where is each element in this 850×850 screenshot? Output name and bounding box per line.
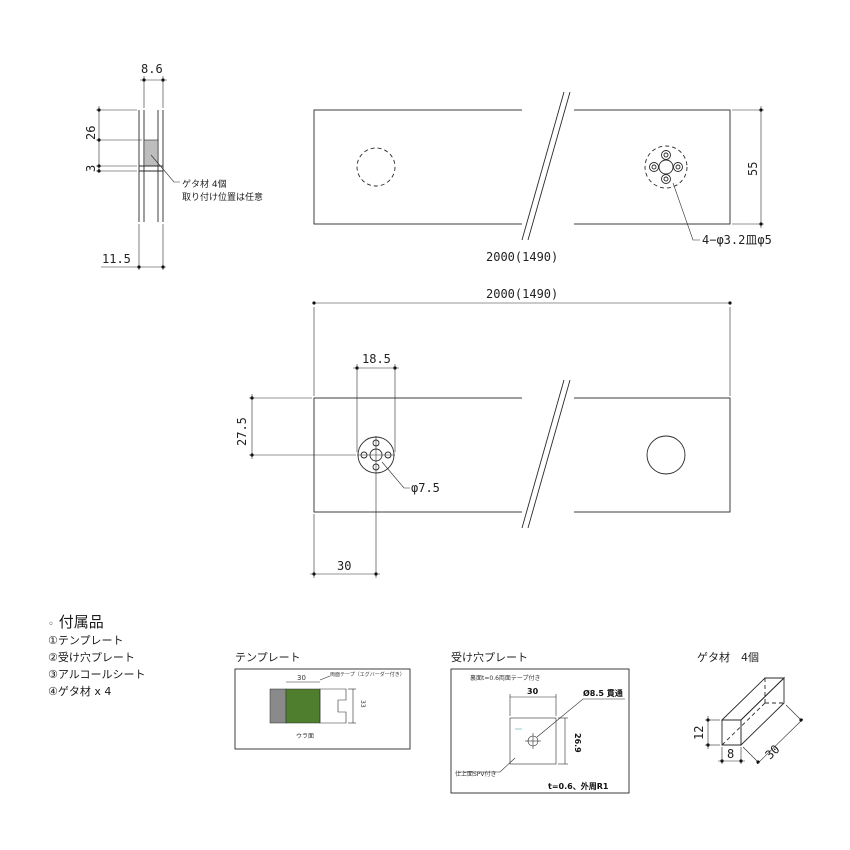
template-figure: テンプレート 30 両面テープ（エグバーダー付き） 33 ウラ面 xyxy=(234,651,411,750)
dim-26: 26 xyxy=(84,126,98,140)
geta-dim-12: 12 xyxy=(692,726,706,740)
bottom-view: 2000(1490) 18.5 27.5 30 xyxy=(235,287,732,578)
plate-hole-note: Ø8.5 貫通 xyxy=(583,688,623,698)
plate-dim-26-9: 26.9 xyxy=(573,733,582,753)
accessories-heading: ◦ 付属品 xyxy=(48,611,104,632)
geta-figure: ゲタ材 4個 12 8 30 xyxy=(692,650,804,765)
dim-30: 30 xyxy=(337,559,351,573)
accessory-item: ①テンプレート xyxy=(48,634,124,647)
plate-figure: 受け穴プレート 裏面t=0.6両面テープ付き 30 Ø8.5 貫通 26.9 仕… xyxy=(450,650,630,794)
geta-dim-30: 30 xyxy=(762,742,782,762)
plate-side-note: 仕上面SPV付き xyxy=(455,770,497,778)
geta-block xyxy=(143,139,159,167)
plate-header-note: 裏面t=0.6両面テープ付き xyxy=(470,674,541,682)
geta-caption: ゲタ材 4個 xyxy=(697,650,759,664)
dim-11-5: 11.5 xyxy=(102,252,131,266)
top-view: 4−φ3.2皿φ5 55 2000(1490) xyxy=(313,91,772,264)
plate-dim-30: 30 xyxy=(527,687,539,696)
accessories-title: 付属品 xyxy=(58,613,104,631)
template-tape-note: 両面テープ（エグバーダー付き） xyxy=(330,671,405,678)
accessories-list: ①テンプレート ②受け穴プレート ③アルコールシート ④ゲタ材 x 4 xyxy=(48,632,146,700)
template-gray-part xyxy=(269,688,287,724)
geta-note-line2: 取り付け位置は任意 xyxy=(182,191,263,203)
dim-55: 55 xyxy=(746,162,760,176)
dim-3: 3 xyxy=(84,165,98,172)
plate-body xyxy=(509,717,557,765)
accessory-item: ④ゲタ材 x 4 xyxy=(48,685,112,698)
dim-length-top: 2000(1490) xyxy=(486,250,558,264)
template-back-label: ウラ面 xyxy=(296,732,314,740)
accessory-item: ③アルコールシート xyxy=(48,668,146,681)
geta-dim-8: 8 xyxy=(727,747,734,761)
blind-hole-outline xyxy=(356,147,396,187)
dim-18-5: 18.5 xyxy=(362,352,391,366)
template-caption: テンプレート xyxy=(235,651,301,664)
dim-8-6: 8.6 xyxy=(141,62,163,76)
geta-note-line1: ゲタ材 4個 xyxy=(182,178,227,190)
bullet-dot: ◦ xyxy=(48,619,54,630)
template-dim-30: 30 xyxy=(297,674,306,682)
accessory-item: ②受け穴プレート xyxy=(48,651,135,664)
template-dim-33: 33 xyxy=(359,700,366,708)
hole-spec-7-5: φ7.5 xyxy=(411,481,440,495)
through-hole xyxy=(646,435,686,475)
plate-spec: t=0.6、外周R1 xyxy=(548,781,609,791)
screw-hole-group xyxy=(644,145,688,189)
plate-caption: 受け穴プレート xyxy=(451,650,528,664)
dim-length-bottom: 2000(1490) xyxy=(486,287,558,301)
template-green-part xyxy=(285,688,321,724)
dim-27-5: 27.5 xyxy=(235,417,249,446)
hole-spec-4x: 4−φ3.2皿φ5 xyxy=(702,233,772,247)
side-view: 8.6 26 3 11.5 ゲタ材 4個 取り付け位置は任意 xyxy=(84,62,263,270)
